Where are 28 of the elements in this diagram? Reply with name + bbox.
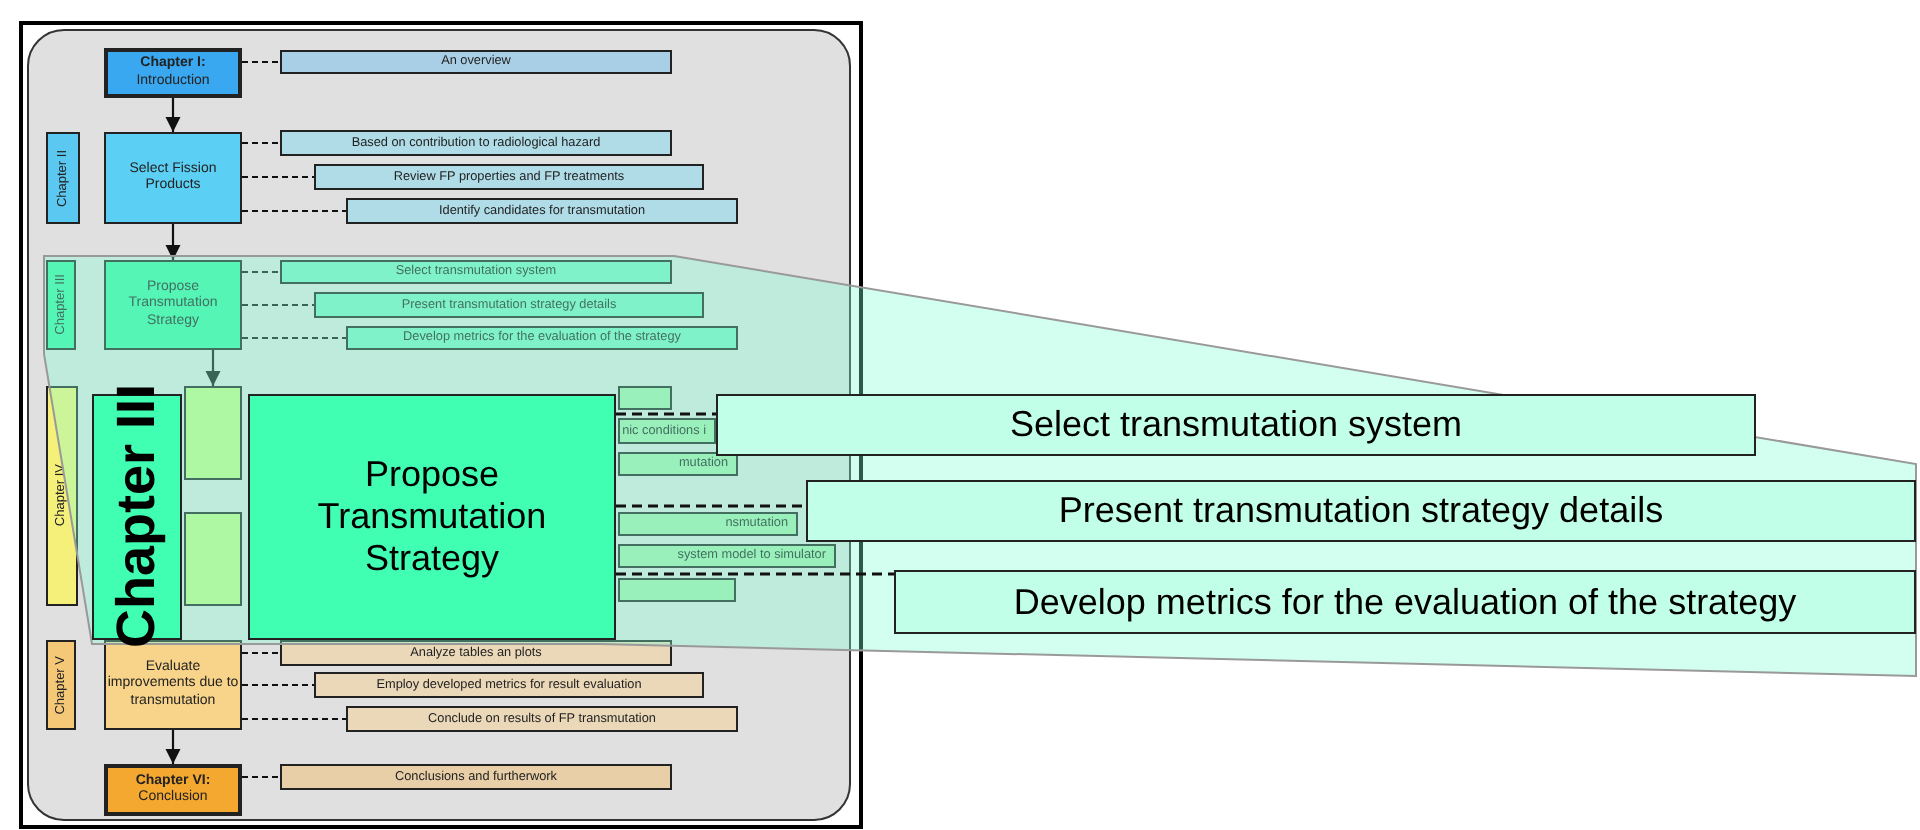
process-box: [104, 48, 242, 98]
connector-line: [242, 141, 280, 145]
connector-line: [242, 683, 314, 687]
arrow: [165, 730, 181, 764]
task-box: Develop metrics for the evaluation of the strategy: [894, 570, 1916, 634]
connector-line: [242, 60, 280, 64]
connector-line: [242, 717, 346, 721]
process-box: [184, 386, 242, 480]
connector-line: [242, 775, 280, 779]
connector-line: [616, 504, 806, 508]
connector-line: [242, 651, 280, 655]
process-box: [184, 512, 242, 606]
task-box: Present transmutation strategy details: [806, 480, 1916, 542]
task-box: [618, 386, 672, 410]
connector-line: [242, 303, 314, 307]
process-box: Propose Transmutation Strategy: [248, 394, 616, 640]
connector-line: [616, 572, 894, 576]
connector-line: [242, 175, 314, 179]
task-box: [618, 578, 736, 602]
arrow: [205, 350, 221, 386]
connector-line: [242, 209, 346, 213]
task-box: Select transmutation system: [716, 394, 1756, 456]
connector-line: [616, 412, 716, 416]
connector-line: [242, 270, 280, 274]
arrow: [165, 224, 181, 260]
arrow: [165, 98, 181, 132]
process-box: [104, 764, 242, 816]
connector-line: [242, 336, 346, 340]
